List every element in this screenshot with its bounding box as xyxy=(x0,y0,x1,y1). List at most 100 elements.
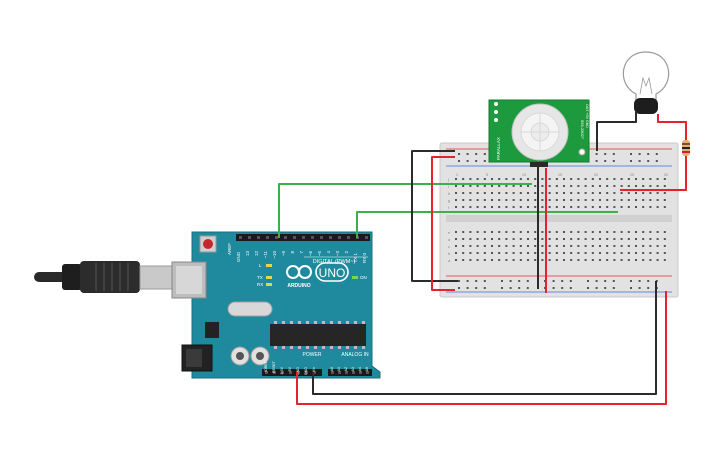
breadboard-hole xyxy=(491,231,493,233)
breadboard-hole xyxy=(519,252,522,254)
breadboard-hole xyxy=(570,238,573,240)
on-led-label: ON xyxy=(360,275,367,280)
breadboard-hole xyxy=(476,199,479,201)
breadboard-hole xyxy=(663,185,666,187)
breadboard-hole xyxy=(498,238,501,240)
breadboard-hole xyxy=(534,231,537,233)
breadboard-hole xyxy=(527,185,529,187)
breadboard-hole xyxy=(649,192,652,194)
breadboard-hole xyxy=(491,178,493,180)
breadboard-hole xyxy=(483,185,486,187)
l-led-label: L xyxy=(259,263,262,268)
breadboard-hole xyxy=(584,199,587,201)
breadboard-hole xyxy=(476,252,479,254)
breadboard-hole xyxy=(555,245,558,247)
pir-sensor: PARALLAX 555-28027 OUT +5V GND REV B xyxy=(488,99,594,167)
breadboard-hole xyxy=(613,192,616,194)
breadboard-hole xyxy=(569,280,572,282)
breadboard-hole xyxy=(483,206,486,208)
red-wire xyxy=(657,114,687,130)
column-number: 20 xyxy=(594,173,598,177)
breadboard-hole xyxy=(620,206,623,208)
column-number: 30 xyxy=(664,173,668,177)
breadboard-hole xyxy=(577,185,580,187)
breadboard-hole xyxy=(483,199,486,201)
power-pin-label: GND xyxy=(296,367,300,375)
breadboard-hole xyxy=(505,238,508,240)
breadboard-hole xyxy=(642,192,645,194)
breadboard-hole xyxy=(563,259,565,261)
breadboard-hole xyxy=(491,245,493,247)
row-letter: g xyxy=(448,198,450,203)
breadboard-hole xyxy=(570,206,573,208)
breadboard-hole xyxy=(649,252,652,254)
breadboard-hole xyxy=(647,287,650,289)
breadboard-hole xyxy=(627,185,630,187)
breadboard-hole xyxy=(630,287,632,289)
breadboard-hole xyxy=(613,185,616,187)
breadboard-hole xyxy=(613,231,616,233)
breadboard-hole xyxy=(620,238,623,240)
breadboard-hole xyxy=(518,280,521,282)
breadboard-hole xyxy=(476,206,479,208)
breadboard-hole xyxy=(541,178,544,180)
breadboard-hole xyxy=(635,185,637,187)
breadboard-hole xyxy=(527,199,529,201)
breadboard-hole xyxy=(563,206,565,208)
breadboard-hole xyxy=(606,199,609,201)
breadboard-hole xyxy=(491,238,493,240)
breadboard-hole xyxy=(483,252,486,254)
breadboard-hole xyxy=(577,192,580,194)
breadboard-hole xyxy=(509,287,512,289)
breadboard-hole xyxy=(563,185,565,187)
digital-header-label: DIGITAL (PWM~) xyxy=(313,259,356,265)
breadboard-hole xyxy=(469,238,472,240)
breadboard-hole xyxy=(606,206,609,208)
tx-led-label: TX xyxy=(257,275,263,280)
breadboard-hole xyxy=(541,192,544,194)
breadboard-hole xyxy=(534,259,537,261)
breadboard-hole xyxy=(561,287,564,289)
breadboard-hole xyxy=(663,206,666,208)
light-bulb xyxy=(622,51,670,114)
breadboard-hole xyxy=(512,199,515,201)
breadboard-hole xyxy=(458,160,460,162)
breadboard-hole xyxy=(455,259,457,261)
breadboard-hole xyxy=(613,252,616,254)
breadboard-hole xyxy=(469,199,472,201)
digital-pin-label: 8 xyxy=(290,251,295,254)
breadboard-hole xyxy=(534,206,537,208)
breadboard-hole xyxy=(483,287,486,289)
breadboard-hole xyxy=(534,178,537,180)
breadboard-hole xyxy=(469,231,472,233)
breadboard-hole xyxy=(606,238,609,240)
red-wire xyxy=(431,156,455,291)
breadboard-hole xyxy=(577,245,580,247)
breadboard-hole xyxy=(541,231,544,233)
breadboard-hole xyxy=(505,245,508,247)
breadboard-hole xyxy=(577,259,580,261)
breadboard-hole xyxy=(505,178,508,180)
breadboard-hole xyxy=(587,280,589,282)
breadboard-hole xyxy=(462,245,465,247)
wires xyxy=(278,112,687,405)
breadboard-hole xyxy=(635,238,637,240)
black-wire xyxy=(411,150,458,282)
breadboard-hole xyxy=(455,206,457,208)
breadboard-hole xyxy=(519,231,522,233)
breadboard-hole xyxy=(599,245,601,247)
breadboard-hole xyxy=(642,185,645,187)
breadboard-hole xyxy=(512,185,515,187)
analog-pin-label: A1 xyxy=(337,367,341,371)
breadboard-hole xyxy=(627,231,630,233)
breadboard-hole xyxy=(656,245,659,247)
breadboard-hole xyxy=(548,238,551,240)
arduino-uno-board: AREF GND 13 12 ~11 ~10 ~9 8 7 ~6 ~5 4 ~3… xyxy=(171,231,381,379)
breadboard-hole xyxy=(656,252,659,254)
breadboard-hole xyxy=(627,192,630,194)
arduino-brand-text: ARDUINO xyxy=(287,283,310,289)
pir-brand-label: PARALLAX xyxy=(496,137,501,160)
breadboard-hole xyxy=(635,192,637,194)
breadboard-hole xyxy=(534,252,537,254)
breadboard-hole xyxy=(630,153,632,155)
